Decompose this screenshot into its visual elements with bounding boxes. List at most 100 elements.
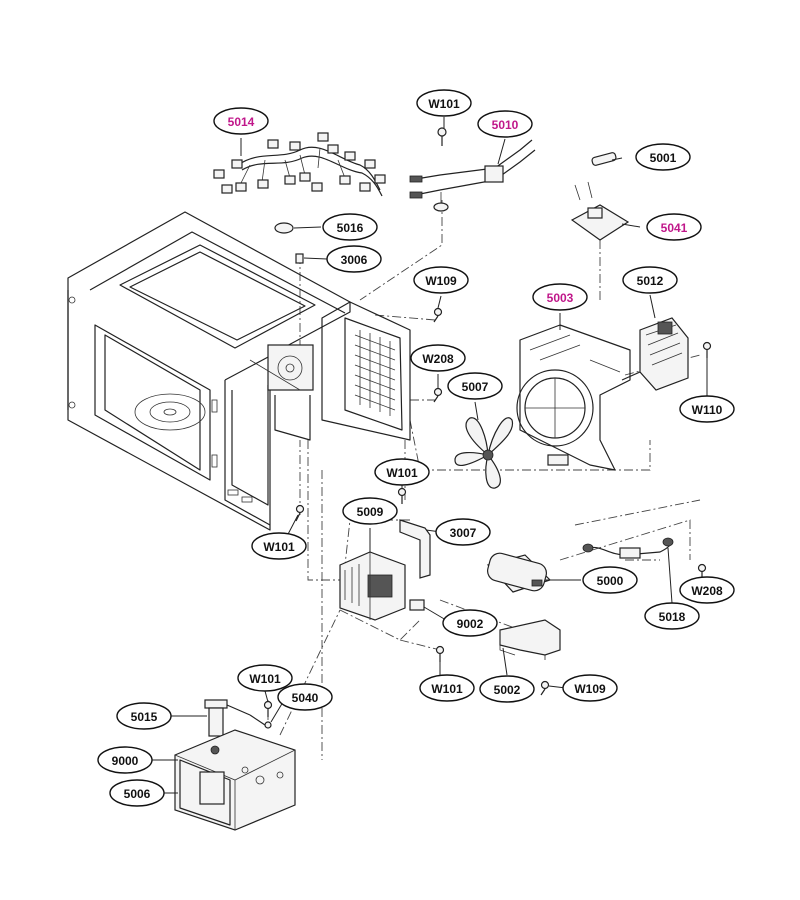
callout-oval [416, 89, 472, 117]
callout-oval [447, 372, 503, 400]
callout-oval [622, 266, 678, 294]
callout-5009: 5009 [342, 497, 398, 525]
callout-5006: 5006 [109, 779, 165, 807]
callout-5007: 5007 [447, 372, 503, 400]
callout-5014: 5014 [213, 107, 269, 135]
callout-oval [116, 702, 172, 730]
bracket [399, 519, 431, 579]
callout-label: 3006 [341, 253, 368, 267]
callout-5001: 5001 [635, 143, 691, 171]
callout-oval [322, 213, 378, 241]
sensor-board [570, 181, 630, 241]
callout-label: 5010 [492, 118, 519, 132]
callout-oval [342, 497, 398, 525]
power-cord [409, 139, 536, 212]
fuse-lead [582, 537, 707, 580]
callout-label: W109 [574, 682, 606, 696]
callout-w101: W101 [251, 532, 307, 560]
callout-9002: 9002 [442, 609, 498, 637]
transformer-assembly [174, 729, 296, 831]
thermostat [274, 222, 304, 264]
callout-label: 5041 [661, 221, 688, 235]
screw-icon [433, 387, 443, 403]
magnetron [339, 551, 406, 621]
callout-label: 3007 [450, 526, 477, 540]
callout-oval [679, 576, 735, 604]
back-panel [321, 301, 411, 441]
fuse [591, 152, 617, 166]
callout-oval [413, 266, 469, 294]
callout-oval [213, 107, 269, 135]
callout-5012: 5012 [622, 266, 678, 294]
callout-label: 5003 [547, 291, 574, 305]
callout-w101: W101 [374, 458, 430, 486]
screw-icon [295, 504, 305, 522]
callout-label: 9002 [457, 617, 484, 631]
diode [409, 599, 425, 611]
callout-w109: W109 [413, 266, 469, 294]
callout-oval [644, 602, 700, 630]
screw-icon [435, 645, 445, 662]
callout-label: 5018 [659, 610, 686, 624]
fan-blade [454, 417, 514, 489]
callout-3007: 3007 [435, 518, 491, 546]
callout-label: 5016 [337, 221, 364, 235]
callout-w110: W110 [679, 395, 735, 423]
screw-icon [263, 700, 273, 717]
callout-oval [419, 674, 475, 702]
callout-oval [635, 143, 691, 171]
callout-9000: 9000 [97, 746, 153, 774]
callout-label: 5015 [131, 710, 158, 724]
callout-oval [582, 566, 638, 594]
callout-5016: 5016 [322, 213, 378, 241]
screw-icon [437, 127, 447, 146]
callout-label: W109 [425, 274, 457, 288]
callout-label: 5014 [228, 115, 255, 129]
callout-w101: W101 [237, 664, 293, 692]
callout-w109: W109 [562, 674, 618, 702]
callout-oval [646, 213, 702, 241]
fan-motor [621, 317, 712, 391]
callout-label: W110 [692, 403, 723, 417]
callout-5041: 5041 [646, 213, 702, 241]
wire-harness [213, 132, 386, 197]
callout-3006: 3006 [326, 245, 382, 273]
callout-oval [410, 344, 466, 372]
callout-5000: 5000 [582, 566, 638, 594]
callout-5010: 5010 [477, 110, 533, 138]
sensor [204, 699, 266, 737]
callout-label: 5006 [124, 787, 151, 801]
oven-cavity [67, 211, 351, 531]
callout-oval [326, 245, 382, 273]
capacitor [486, 552, 552, 593]
callout-oval [562, 674, 618, 702]
callout-5015: 5015 [116, 702, 172, 730]
callout-oval [97, 746, 153, 774]
callout-oval [374, 458, 430, 486]
callout-oval [251, 532, 307, 560]
callout-oval [442, 609, 498, 637]
callout-label: W101 [386, 466, 418, 480]
callout-label: 5002 [494, 683, 521, 697]
callout-w101: W101 [419, 674, 475, 702]
callout-5018: 5018 [644, 602, 700, 630]
callout-oval [435, 518, 491, 546]
callout-oval [679, 395, 735, 423]
callout-label: W208 [422, 352, 454, 366]
callout-oval [109, 779, 165, 807]
callout-label: W101 [249, 672, 281, 686]
callout-label: W101 [428, 97, 460, 111]
callout-w208: W208 [679, 576, 735, 604]
callout-5003: 5003 [532, 283, 588, 311]
callout-label: W101 [431, 682, 463, 696]
callout-w208: W208 [410, 344, 466, 372]
washer-icon [264, 721, 272, 729]
callout-label: 5000 [597, 574, 624, 588]
callout-label: 5040 [292, 691, 319, 705]
callout-label: W208 [691, 584, 723, 598]
callout-5002: 5002 [479, 675, 535, 703]
callout-oval [477, 110, 533, 138]
screw-icon [397, 487, 407, 504]
